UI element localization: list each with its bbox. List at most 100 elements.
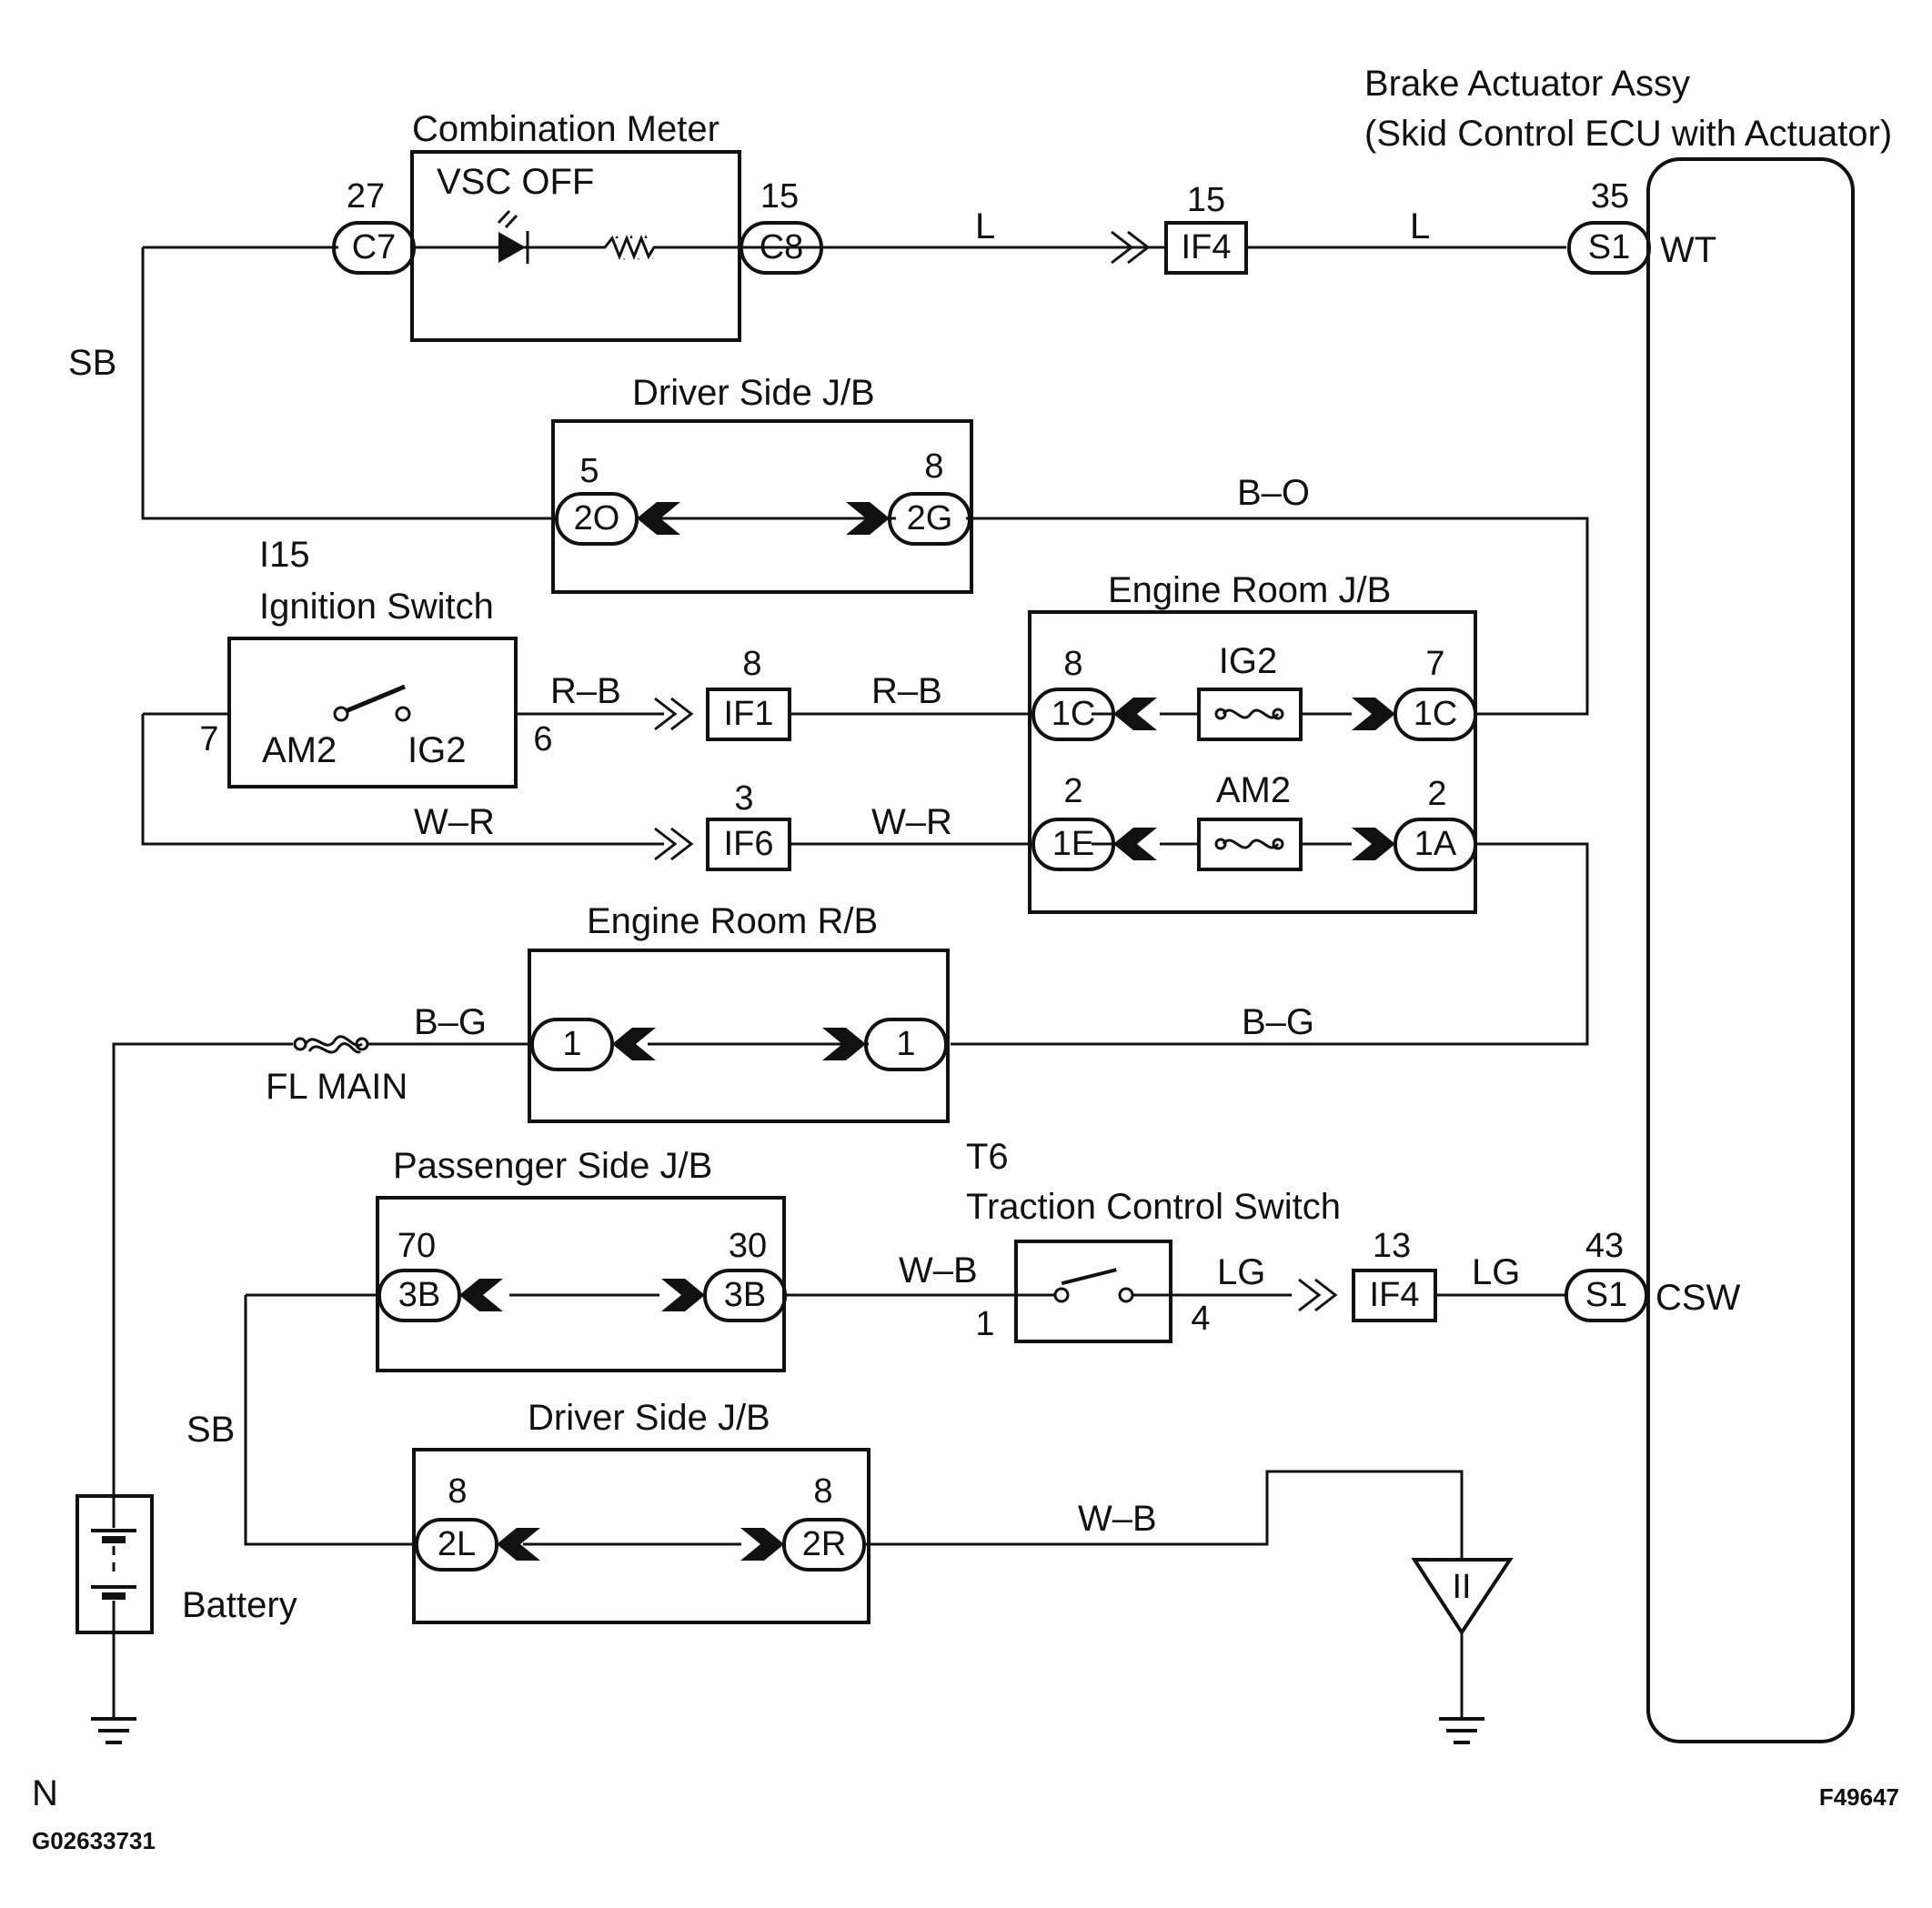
connector-2g-label: 2G bbox=[907, 499, 953, 537]
brake-actuator-title-2: (Skid Control ECU with Actuator) bbox=[1364, 114, 1892, 154]
connector-2o bbox=[555, 492, 639, 546]
connector-s1-bottom-label: S1 bbox=[1585, 1276, 1627, 1314]
arrowhead-icon bbox=[822, 1028, 866, 1060]
wire-color-labels: SB SB L L B–O R–B R–B W–R W–R B–G B–G W–… bbox=[68, 206, 1520, 1539]
connector-c8-label: C8 bbox=[760, 228, 804, 266]
vsc-off-label: VSC OFF bbox=[437, 162, 594, 202]
connector-rb-1-left bbox=[530, 1018, 614, 1071]
engine-room-rb-box bbox=[528, 949, 950, 1123]
combination-meter-title: Combination Meter bbox=[412, 109, 719, 149]
arrowhead-icon bbox=[740, 1528, 784, 1561]
arrowhead-icon bbox=[459, 1279, 503, 1311]
square-connectors: IF4 IF1 IF6 IF4 bbox=[706, 221, 1437, 1322]
switch-lever-icon bbox=[345, 684, 406, 714]
pin-s1-bottom: 43 bbox=[1585, 1227, 1624, 1265]
arrowhead-icon bbox=[497, 1528, 540, 1561]
connector-s1-top-label: S1 bbox=[1588, 228, 1630, 266]
connector-if4-top bbox=[1164, 221, 1248, 275]
brake-actuator-title-1: Brake Actuator Assy bbox=[1364, 64, 1690, 104]
fuse-ig2-label: IG2 bbox=[1219, 641, 1277, 681]
pin-numbers: 27 15 15 35 5 8 7 6 8 3 8 7 2 2 70 30 1 … bbox=[199, 177, 1629, 1511]
battery-label: Battery bbox=[182, 1585, 297, 1625]
connector-rb-1-right-label: 1 bbox=[896, 1025, 915, 1063]
pin-c8: 15 bbox=[760, 177, 799, 216]
connector-rb-1-right bbox=[864, 1018, 948, 1071]
chevron-icon bbox=[654, 827, 694, 861]
connector-2l-label: 2L bbox=[438, 1525, 476, 1563]
connector-if4-bottom bbox=[1352, 1269, 1437, 1322]
connector-s1-bottom bbox=[1565, 1269, 1648, 1322]
wires bbox=[112, 246, 1589, 1719]
wire-r-b-2: R–B bbox=[871, 671, 942, 711]
connector-3b-left-label: 3B bbox=[398, 1276, 440, 1314]
wire-b-o: B–O bbox=[1237, 473, 1310, 513]
switch-contact-icon bbox=[1053, 1287, 1070, 1303]
connector-c7-label: C7 bbox=[352, 228, 397, 266]
connector-1c-left-label: 1C bbox=[1052, 695, 1096, 733]
wire-w-r-2: W–R bbox=[871, 802, 952, 842]
connector-if1 bbox=[706, 688, 791, 741]
fl-main-fuse-icon bbox=[293, 1037, 307, 1051]
arrowhead-icon bbox=[846, 502, 890, 535]
pin-s1-top: 35 bbox=[1591, 177, 1629, 216]
wire-l-2: L bbox=[1410, 206, 1430, 246]
arrowhead-icon bbox=[661, 1279, 705, 1311]
wire-l-1: L bbox=[975, 206, 995, 246]
figure-code-left: G02633731 bbox=[32, 1827, 156, 1854]
pin-c7: 27 bbox=[347, 177, 385, 216]
connector-s1-top bbox=[1567, 221, 1651, 275]
page-n-label: N bbox=[32, 1773, 58, 1813]
pin-3b-left: 70 bbox=[397, 1227, 436, 1265]
pin-1e: 2 bbox=[1063, 772, 1082, 810]
connector-1c-right bbox=[1394, 688, 1477, 741]
connector-1e-label: 1E bbox=[1052, 825, 1094, 863]
chevron-icon bbox=[1298, 1278, 1338, 1312]
pin-1c-right: 7 bbox=[1425, 645, 1444, 683]
switch-am2-label: AM2 bbox=[262, 730, 337, 770]
switch-contact-icon bbox=[395, 706, 411, 722]
pin-if4-bottom: 13 bbox=[1373, 1227, 1411, 1265]
connector-2o-label: 2O bbox=[574, 499, 620, 537]
ignition-switch-box bbox=[227, 637, 518, 788]
arrowhead-icon bbox=[1352, 828, 1395, 860]
wire-lg-1: LG bbox=[1217, 1252, 1265, 1292]
connector-if4-bottom-label: IF4 bbox=[1370, 1276, 1420, 1314]
chevron-icon bbox=[654, 697, 694, 731]
brake-actuator-ecu-box bbox=[1646, 157, 1855, 1743]
pin-2g: 8 bbox=[924, 447, 943, 486]
driver-side-jb-bottom-title: Driver Side J/B bbox=[528, 1398, 770, 1438]
pin-tc-out: 4 bbox=[1191, 1300, 1210, 1338]
traction-control-switch-title: Traction Control Switch bbox=[966, 1187, 1341, 1227]
arrowhead-icon bbox=[612, 1028, 656, 1060]
connector-2g bbox=[888, 492, 971, 546]
wire-w-r-1: W–R bbox=[414, 802, 495, 842]
switch-ig2-label: IG2 bbox=[408, 730, 466, 770]
connector-2l bbox=[415, 1518, 498, 1572]
pin-if4-top: 15 bbox=[1187, 181, 1225, 219]
pin-ign-in: 7 bbox=[199, 720, 218, 758]
pin-2l: 8 bbox=[448, 1472, 467, 1511]
pin-3b-right: 30 bbox=[729, 1227, 767, 1265]
wire-b-g-1: B–G bbox=[414, 1002, 487, 1042]
arrowhead-icon bbox=[637, 502, 680, 535]
driver-side-jb-top-title: Driver Side J/B bbox=[632, 373, 875, 413]
switch-lever-icon bbox=[1061, 1268, 1117, 1286]
pin-if1: 8 bbox=[742, 645, 761, 683]
switch-contact-icon bbox=[1118, 1287, 1134, 1303]
junction-arrowheads bbox=[459, 502, 1395, 1561]
t6-code: T6 bbox=[966, 1137, 1009, 1177]
connector-1c-right-label: 1C bbox=[1414, 695, 1458, 733]
engine-room-rb-title: Engine Room R/B bbox=[587, 901, 878, 941]
connector-3b-right bbox=[703, 1269, 787, 1322]
driver-side-jb-top-box bbox=[551, 419, 973, 594]
arrowhead-icon bbox=[1113, 828, 1157, 860]
wt-terminal-label: WT bbox=[1660, 230, 1716, 270]
wire-b-g-2: B–G bbox=[1242, 1002, 1314, 1042]
wire-lg-2: LG bbox=[1472, 1252, 1520, 1292]
wire-w-b-2: W–B bbox=[1078, 1499, 1157, 1539]
wire-r-b-1: R–B bbox=[550, 671, 621, 711]
connector-if4-top-label: IF4 bbox=[1182, 228, 1232, 266]
pin-2o: 5 bbox=[579, 452, 599, 490]
connector-3b-right-label: 3B bbox=[724, 1276, 766, 1314]
engine-room-jb-title: Engine Room J/B bbox=[1108, 570, 1391, 610]
